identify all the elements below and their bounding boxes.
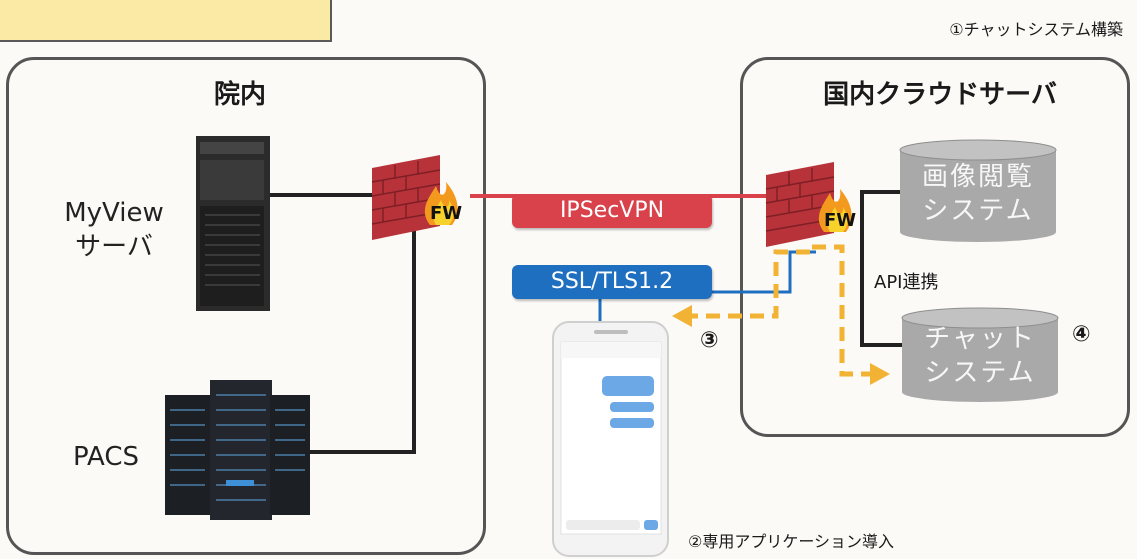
dashed-arrow-to-chat bbox=[812, 244, 872, 377]
myview-label-line2: サーバ bbox=[75, 232, 153, 262]
pacs-to-fw-line bbox=[300, 222, 416, 454]
image-viewer-db-icon bbox=[899, 139, 1057, 242]
viewer-line2: システム bbox=[922, 196, 1034, 226]
hospital-panel bbox=[6, 57, 486, 555]
chat-system-db-icon bbox=[901, 307, 1059, 402]
cloud-title: 国内クラウドサーバ bbox=[823, 80, 1057, 110]
step-3-marker: ③ bbox=[700, 328, 719, 353]
fw-to-chat-line bbox=[860, 192, 902, 347]
api-link-label: API連携 bbox=[874, 272, 939, 293]
myview-server-label: MyView サーバ bbox=[44, 196, 184, 264]
image-viewer-label: 画像閲覧 システム bbox=[900, 160, 1056, 228]
step-4-marker: ④ bbox=[1072, 322, 1091, 347]
chat-system-build-note: ①チャットシステム構築 bbox=[949, 20, 1123, 39]
viewer-line1: 画像閲覧 bbox=[921, 162, 1034, 192]
dashed-arrowhead-phone bbox=[672, 305, 692, 327]
ipsec-vpn-pill: IPSecVPN bbox=[512, 194, 712, 228]
hospital-fw-label: FW bbox=[430, 203, 463, 224]
smartphone-icon bbox=[552, 321, 669, 557]
hospital-title: 院内 bbox=[213, 80, 266, 110]
header-note-box bbox=[0, 0, 332, 42]
chat-line2: システム bbox=[924, 358, 1036, 388]
pacs-label: PACS bbox=[72, 442, 139, 472]
myview-server-icon bbox=[196, 136, 270, 311]
app-install-note: ②専用アプリケーション導入 bbox=[688, 532, 895, 551]
chat-line1: チャット bbox=[924, 324, 1036, 354]
hospital-firewall-icon bbox=[371, 155, 458, 240]
ssl-tls-pill: SSL/TLS1.2 bbox=[512, 265, 712, 299]
chat-system-label: チャット システム bbox=[902, 322, 1058, 390]
cloud-panel bbox=[740, 57, 1130, 437]
dashed-arrow-to-phone bbox=[690, 249, 810, 319]
cloud-firewall-icon bbox=[765, 162, 852, 247]
myview-label-line1: MyView bbox=[64, 198, 164, 228]
dashed-arrowhead-chat bbox=[870, 363, 890, 385]
pacs-server-rack-icon bbox=[165, 380, 310, 520]
cloud-fw-label: FW bbox=[824, 210, 857, 231]
